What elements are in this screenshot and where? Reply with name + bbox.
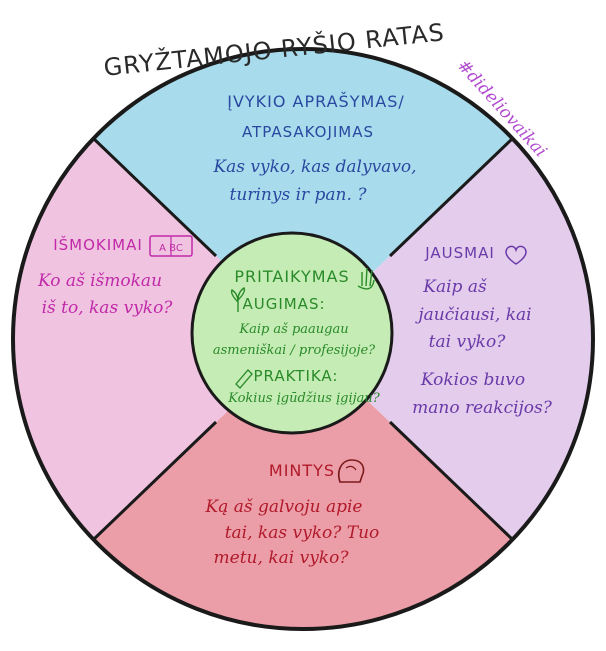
top-text-line2: turinys ir pan. ? [230,185,368,205]
section-right-fill [303,139,592,539]
section-left-fill [13,139,303,539]
right-text-line2: jaučiausi, kai [414,305,531,325]
center-circle [190,231,394,435]
right-text-line4: Kokios buvo [420,370,525,390]
divider-bottom-right [388,420,514,541]
outer-ring [11,47,595,631]
sprout-icon [230,286,246,312]
divider-bottom-left [92,420,218,541]
top-text-line1: Kas vyko, kas dalyvavo, [212,157,416,177]
section-bottom-fill [94,339,512,628]
center-sub2-line1: Kokius įgūdžius įgijau? [227,391,381,406]
top-heading-line2: ATPASAKOJIMAS [242,123,374,141]
abc-book-icon: A BC [149,235,193,257]
section-top-fill [94,50,512,339]
left-heading: IŠMOKIMAI [53,235,143,254]
heart-icon [505,245,527,265]
left-text-line1: Ko aš išmokau [37,271,162,291]
divider-top-right [388,137,514,258]
bottom-heading: MINTYS [269,461,335,480]
left-text-line2: iš to, kas vyko? [42,298,174,318]
center-sub2-heading: PRAKTIKA: [253,367,338,385]
pencil-icon [235,369,253,389]
bottom-text-line3: metu, kai vyko? [214,548,350,568]
top-heading-line1: ĮVYKIO APRAŠYMAS/ [227,92,405,111]
abc-icon-letters: A BC [159,243,183,254]
center-sub1-line1: Kaip aš paaugau [238,322,348,337]
right-text-line3: tai vyko? [429,332,507,352]
right-text-line5: mano reakcijos? [412,398,553,418]
center-sub1-line2: asmeniškai / profesijoje? [213,343,376,358]
bottom-text-line2: tai, kas vyko? Tuo [225,523,380,543]
center-sub1-heading: AUGIMAS: [242,295,325,313]
center-heading: PRITAIKYMAS [234,267,349,286]
bottom-text-line1: Ką aš galvoju apie [205,497,363,517]
right-text-line1: Kaip aš [422,277,487,297]
hand-icon [357,267,375,290]
divider-top-left [92,137,218,258]
head-brain-icon [337,459,365,483]
right-heading: JAUSMAI [424,244,495,262]
